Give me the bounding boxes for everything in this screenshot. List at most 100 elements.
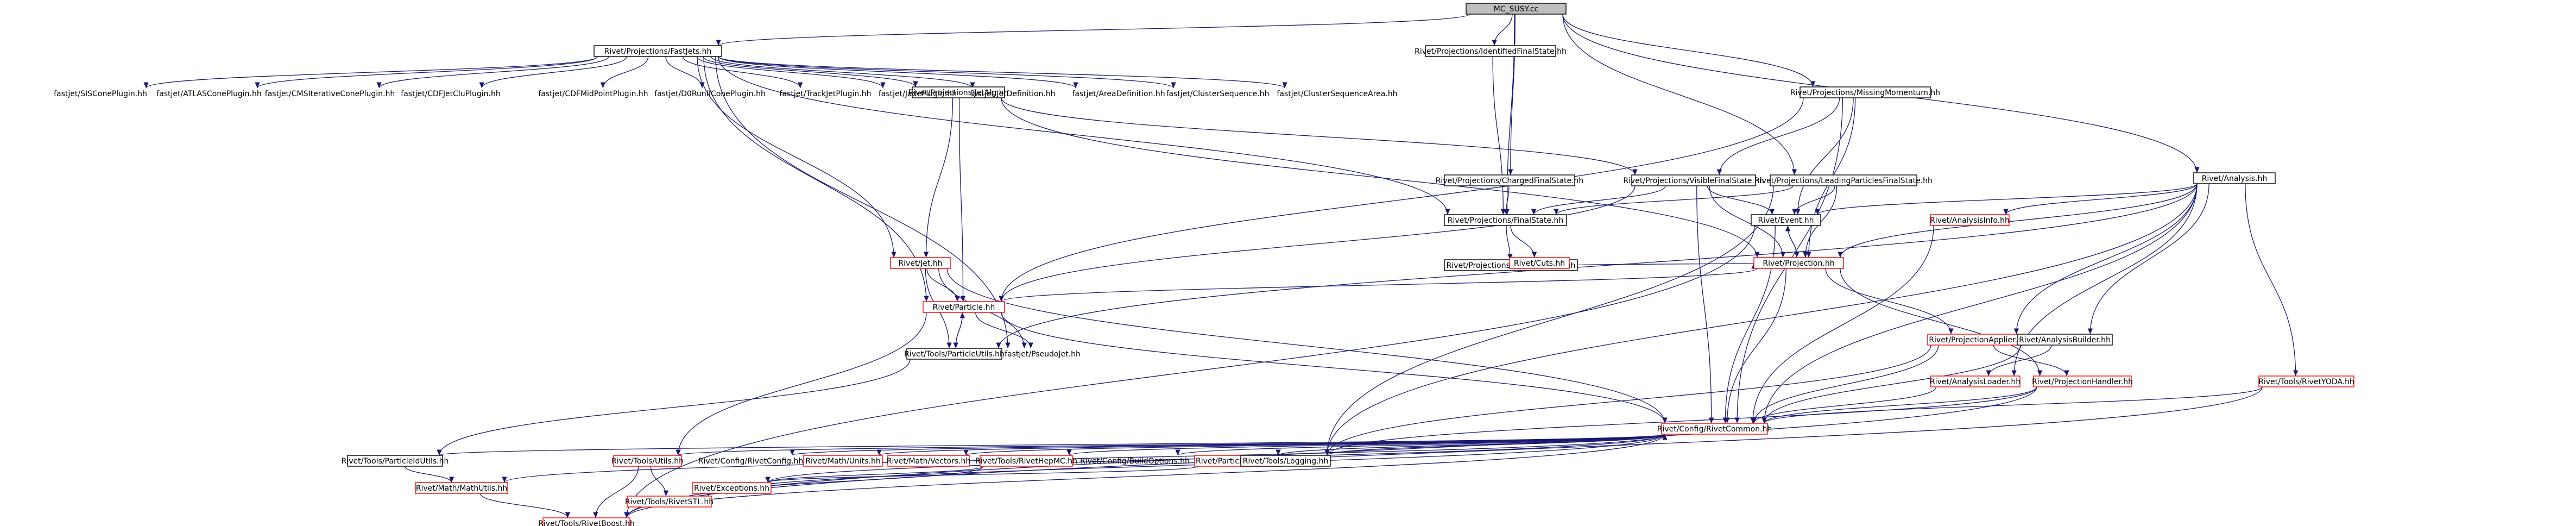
edge-logging-to-common xyxy=(1327,434,1668,456)
node-mathutils[interactable]: Rivet/Math/MathUtils.hh xyxy=(415,482,508,494)
node-event[interactable]: Rivet/Event.hh xyxy=(1751,214,1821,226)
node-common[interactable]: Rivet/Config/RivetCommon.hh xyxy=(1657,423,1772,435)
edge-utils-to-stl xyxy=(650,466,669,497)
node-fastjets[interactable]: Rivet/Projections/FastJets.hh xyxy=(594,45,722,57)
edge-visfs-to-finalstate xyxy=(1531,185,1666,215)
edge-jetalg-to-projection xyxy=(1001,97,1760,258)
node-chfs[interactable]: Rivet/Projections/ChargedFinalState.hh xyxy=(1436,174,1584,186)
edge-analysis-to-anainfo xyxy=(2003,183,2198,215)
edge-projection-to-particle xyxy=(999,268,1758,302)
edge-fastjets-to-siscone xyxy=(143,56,598,89)
edge-projapplier-to-common xyxy=(1751,345,1939,424)
node-idfs[interactable]: Rivet/Projections/IdentifiedFinalState.h… xyxy=(1415,45,1567,57)
node-anabuilder[interactable]: Rivet/AnalysisBuilder.hh xyxy=(2017,334,2113,346)
edge-rivetyoda-to-common xyxy=(1761,386,2263,424)
edge-jet-to-common xyxy=(946,268,1668,424)
node-clusterseq: fastjet/ClusterSequence.hh xyxy=(1166,90,1270,98)
node-label-fastjets: Rivet/Projections/FastJets.hh xyxy=(604,47,712,56)
edge-fastjets-to-clusterseqarea xyxy=(718,56,1287,89)
node-box-exceptions xyxy=(692,482,772,494)
edge-rivetyoda-to-boost xyxy=(624,386,2263,518)
node-label-jet: Rivet/Jet.hh xyxy=(898,259,942,268)
edge-fastjets-to-d0run xyxy=(665,56,705,89)
node-label-cuts: Rivet/Cuts.hh xyxy=(1514,259,1565,268)
node-label-clusterseqarea: fastjet/ClusterSequenceArea.hh xyxy=(1277,90,1397,98)
edge-analysis-to-rivetyoda xyxy=(2245,183,2299,377)
node-box-projection xyxy=(1753,257,1844,269)
node-trackjet: fastjet/TrackJetPlugin.hh xyxy=(780,90,872,98)
node-box-mathutils xyxy=(415,482,508,494)
edge-analysis-to-logging xyxy=(1324,183,2198,456)
node-boost[interactable]: Rivet/Tools/RivetBoost.hh xyxy=(538,517,635,526)
node-projhandler[interactable]: Rivet/ProjectionHandler.hh xyxy=(2032,375,2133,387)
node-units[interactable]: Rivet/Math/Units.hh xyxy=(803,455,883,467)
node-label-common: Rivet/Config/RivetCommon.hh xyxy=(1657,425,1772,434)
node-atlascone: fastjet/ATLASConePlugin.hh xyxy=(156,90,262,98)
node-jetalg[interactable]: Rivet/Projections/JetAlg.hh xyxy=(908,86,1009,98)
node-label-jetalg: Rivet/Projections/JetAlg.hh xyxy=(908,89,1009,97)
edge-fastjets-to-atlascone xyxy=(255,56,598,89)
edge-leadfs-to-logging xyxy=(1324,185,1774,456)
node-label-d0run: fastjet/D0RunIIConePlugin.hh xyxy=(654,90,766,98)
edge-partutils-to-partidutils xyxy=(437,359,911,456)
node-exceptions[interactable]: Rivet/Exceptions.hh xyxy=(692,482,772,494)
node-box-projhandler xyxy=(2033,375,2132,387)
node-stl[interactable]: Rivet/Tools/RivetSTL.hh xyxy=(625,496,714,508)
node-label-idfs: Rivet/Projections/IdentifiedFinalState.h… xyxy=(1415,47,1567,56)
node-partutils[interactable]: Rivet/Tools/ParticleUtils.hh xyxy=(904,348,1005,360)
edge-missmom-to-visfs xyxy=(1716,97,1840,176)
edge-analysis-to-common xyxy=(1761,183,2198,424)
node-box-cuts xyxy=(1509,257,1570,269)
node-projection[interactable]: Rivet/Projection.hh xyxy=(1753,257,1844,269)
node-analysis[interactable]: Rivet/Analysis.hh xyxy=(2193,172,2276,184)
edge-partfinder-to-projection xyxy=(1577,262,1756,270)
node-label-rivetyoda: Rivet/Tools/RivetYODA.hh xyxy=(2258,378,2354,386)
node-missmom[interactable]: Rivet/Projections/MissingMomentum.hh xyxy=(1790,86,1940,98)
node-box-event xyxy=(1751,214,1821,226)
node-box-logging xyxy=(1240,455,1331,467)
edge-finalstate-to-partfinder xyxy=(1506,225,1513,260)
node-label-mc: MC_SUSY.cc xyxy=(1494,5,1538,14)
node-rivetyoda[interactable]: Rivet/Tools/RivetYODA.hh xyxy=(2258,375,2354,387)
edge-fastjets-to-jetdef xyxy=(710,56,975,89)
node-utils[interactable]: Rivet/Tools/Utils.hh xyxy=(611,455,684,467)
node-analoader[interactable]: Rivet/AnalysisLoader.hh xyxy=(1930,375,2021,387)
node-label-cmsit: fastjet/CMSIterativeConePlugin.hh xyxy=(265,90,395,98)
node-box-finalstate xyxy=(1444,214,1567,226)
node-projapplier[interactable]: Rivet/ProjectionApplier.hh xyxy=(1927,334,2029,346)
node-label-projection: Rivet/Projection.hh xyxy=(1763,259,1834,268)
edge-jetalg-to-particle xyxy=(958,97,966,302)
node-mc[interactable]: MC_SUSY.cc xyxy=(1466,3,1567,15)
node-label-jetdef: fastjet/JetDefinition.hh xyxy=(970,90,1055,98)
edge-mc-to-idfs xyxy=(1492,14,1513,46)
node-logging[interactable]: Rivet/Tools/Logging.hh xyxy=(1240,455,1331,467)
node-vectors[interactable]: Rivet/Math/Vectors.hh xyxy=(887,455,971,467)
node-partidutils[interactable]: Rivet/Tools/ParticleIdUtils.hh xyxy=(342,455,449,467)
edge-anainfo-to-common xyxy=(1750,225,1934,424)
edge-utils-to-boost xyxy=(593,466,639,518)
edge-common-to-utils xyxy=(676,434,1665,456)
node-finalstate[interactable]: Rivet/Projections/FinalState.hh xyxy=(1444,214,1567,226)
node-particle[interactable]: Rivet/Particle.hh xyxy=(923,301,1005,313)
node-visfs[interactable]: Rivet/Projections/VisibleFinalState.hh xyxy=(1623,174,1764,186)
edge-mc-to-fastjets xyxy=(716,14,1470,46)
node-cuts[interactable]: Rivet/Cuts.hh xyxy=(1509,257,1570,269)
edge-fastjets-to-cmsit xyxy=(376,56,609,89)
node-box-units xyxy=(803,455,883,467)
node-box-fastjets xyxy=(594,45,722,57)
node-jet[interactable]: Rivet/Jet.hh xyxy=(890,257,951,269)
node-hepmc[interactable]: Rivet/Tools/RivetHepMC.hh xyxy=(975,455,1077,467)
edge-hepmc-to-exceptions xyxy=(765,466,984,483)
edge-fastjets-to-jade xyxy=(696,56,886,89)
edge-analysis-to-projapplier xyxy=(2013,183,2198,335)
node-label-visfs: Rivet/Projections/VisibleFinalState.hh xyxy=(1623,177,1764,185)
node-buildopts: Rivet/Config/BuildOptions.hh xyxy=(1080,457,1190,466)
node-anainfo[interactable]: Rivet/AnalysisInfo.hh xyxy=(1930,214,2010,226)
edge-projhandler-to-logging xyxy=(1324,386,2037,456)
edge-partname-to-exceptions xyxy=(765,466,1198,483)
node-label-projapplier: Rivet/ProjectionApplier.hh xyxy=(1929,336,2026,345)
node-leadfs[interactable]: Rivet/Projections/LeadingParticlesFinalS… xyxy=(1754,174,1933,186)
node-d0run: fastjet/D0RunIIConePlugin.hh xyxy=(654,90,766,98)
edge-leadfs-to-finalstate xyxy=(1554,185,1794,215)
